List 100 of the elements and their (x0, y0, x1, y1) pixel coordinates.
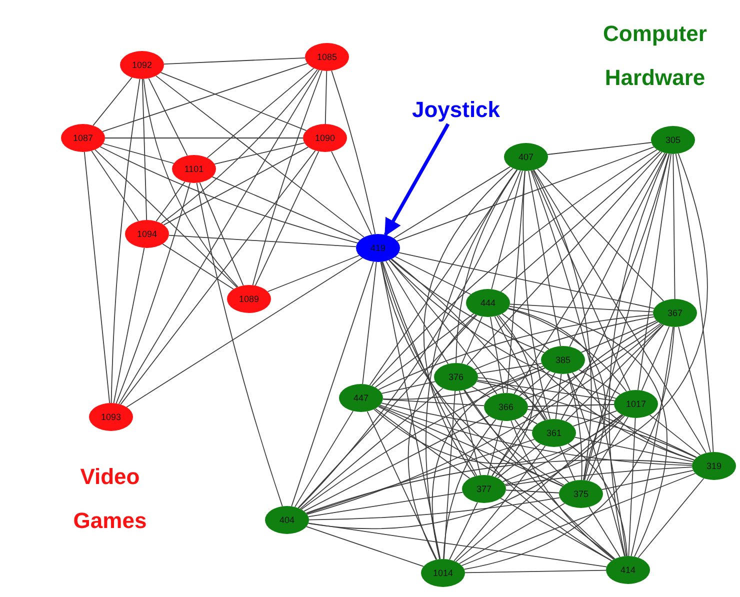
network-edge (578, 369, 620, 395)
network-edge (638, 478, 704, 558)
network-edge (308, 497, 560, 520)
network-edge (156, 181, 186, 222)
network-edge (508, 306, 668, 558)
network-edge (492, 321, 658, 476)
network-edge (530, 170, 627, 556)
network-edge (304, 415, 490, 512)
network-node: 1090 (303, 124, 347, 152)
network-edge (126, 257, 363, 408)
network-node: 404 (265, 506, 309, 534)
network-node: 407 (504, 143, 548, 171)
network-edge (214, 142, 305, 165)
network-edge (494, 316, 548, 420)
network-edge (638, 154, 672, 390)
network-edge (102, 63, 308, 132)
network-edge (584, 153, 670, 481)
network-edge (455, 414, 624, 562)
network-edge (449, 502, 478, 560)
network-edge (630, 326, 674, 557)
network-edge (500, 150, 661, 292)
network-edge (84, 152, 110, 404)
category-label: Computer Hardware (602, 20, 708, 92)
network-edge (142, 78, 148, 220)
network-edge (583, 324, 664, 481)
network-edge (156, 75, 364, 238)
network-edge (572, 410, 618, 427)
network-edge (423, 168, 514, 477)
network-edge (382, 398, 485, 406)
network-edge (331, 150, 372, 236)
network-edge (408, 314, 476, 560)
network-edge (474, 316, 654, 370)
network-edge (306, 526, 424, 567)
network-edge (371, 149, 658, 386)
network-edge (300, 388, 444, 510)
network-edge (628, 418, 636, 556)
network-edge (443, 418, 496, 560)
network-edge (458, 502, 566, 564)
network-edge (300, 368, 546, 510)
network-edge (378, 314, 654, 390)
network-node: 1017 (614, 390, 658, 418)
network-edge (366, 410, 438, 560)
network-edge (391, 258, 546, 421)
network-edge (560, 446, 576, 481)
network-edge (110, 78, 140, 404)
network-edge (555, 374, 562, 420)
network-node: 1092 (120, 51, 164, 79)
network-edge (476, 380, 616, 402)
network-edge (396, 146, 654, 242)
network-node: 305 (651, 126, 695, 154)
network-edge (490, 316, 504, 394)
network-edge (641, 326, 670, 391)
network-edge (381, 381, 436, 394)
network-edge (120, 150, 316, 405)
network-edge (472, 386, 490, 398)
network-edge (92, 77, 132, 126)
network-edge (308, 492, 464, 518)
network-edge (306, 324, 662, 515)
network-edge (514, 419, 570, 483)
network-edge (162, 243, 234, 290)
network-edge (494, 314, 534, 478)
network-edge (527, 408, 697, 458)
network-edge (160, 69, 318, 224)
network-edge (528, 170, 561, 347)
network-node: 366 (484, 393, 528, 421)
network-edge (500, 498, 612, 562)
network-edge (378, 405, 564, 487)
network-edge (678, 326, 711, 453)
network-node: 444 (466, 289, 510, 317)
network-edge (308, 522, 607, 568)
network-edge (331, 70, 376, 235)
network-node: 361 (532, 419, 576, 447)
network-edge (382, 261, 478, 476)
network-edge (388, 260, 498, 395)
network-node: 367 (653, 299, 697, 327)
network-edge (574, 436, 694, 462)
network-edge (196, 182, 283, 507)
network-edge (464, 389, 616, 560)
network-edge (514, 152, 666, 394)
network-edge (504, 153, 708, 486)
network-edge (461, 316, 483, 364)
network-node: 385 (541, 346, 585, 374)
network-edge (199, 182, 244, 286)
network-node: 377 (462, 475, 506, 503)
network-edge (478, 377, 546, 420)
network-node: 1089 (227, 285, 271, 313)
network-edge (426, 169, 518, 560)
network-edge (565, 324, 664, 422)
network-edge (560, 153, 670, 420)
network-edge (206, 68, 314, 158)
network-edge (532, 170, 630, 391)
network-edge (308, 415, 625, 530)
network-edge (94, 149, 238, 288)
network-edge (568, 443, 628, 556)
network-edge (508, 308, 606, 481)
network-edge (502, 313, 550, 350)
category-label: Video Games (72, 463, 148, 535)
network-edge (504, 466, 692, 486)
network-node: 447 (339, 384, 383, 412)
network-edge (369, 169, 518, 386)
